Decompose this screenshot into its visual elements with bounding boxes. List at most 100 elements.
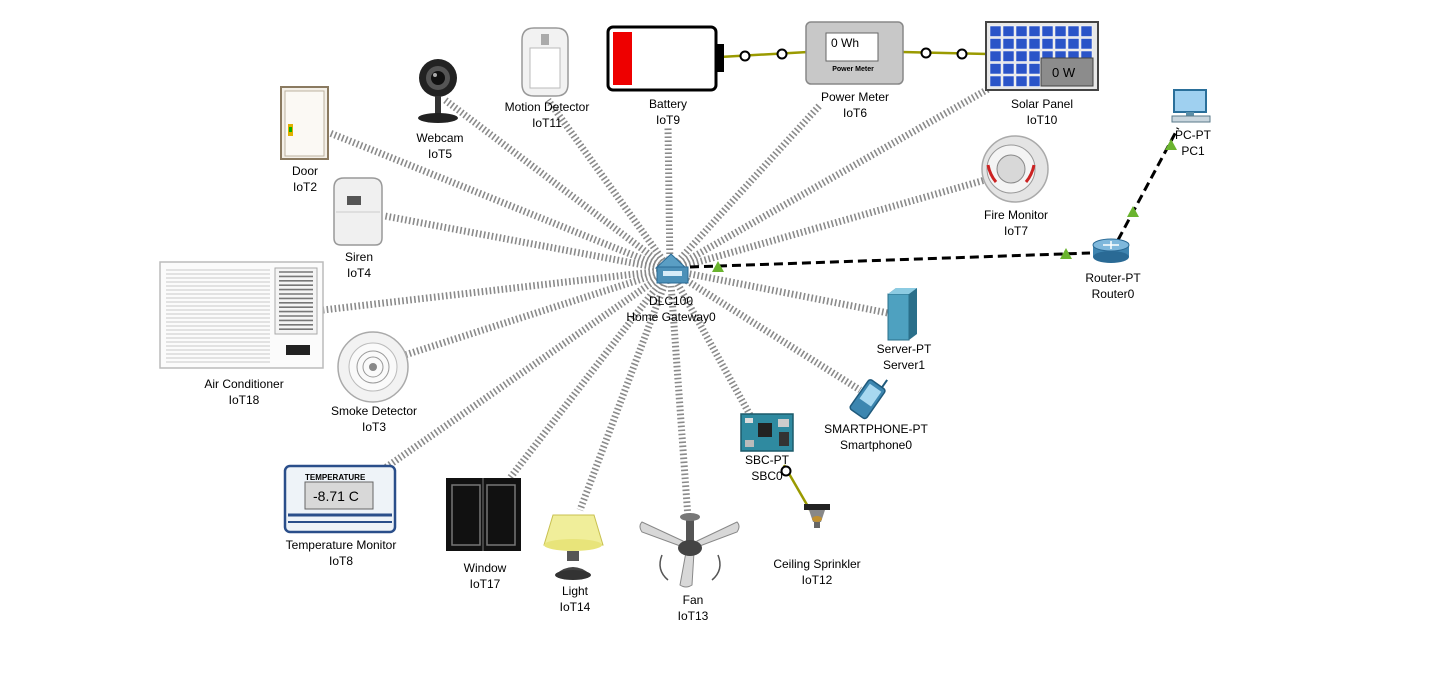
wireless-link-phone[interactable] xyxy=(668,267,862,393)
power-link-meter-solar[interactable] xyxy=(901,50,989,56)
webcam-device[interactable]: Webcam IoT5 xyxy=(416,59,464,161)
light-type-label: Light xyxy=(562,584,589,598)
wireless-link-window[interactable] xyxy=(507,267,673,481)
ceiling-sprinkler-name-label: IoT12 xyxy=(802,573,833,587)
wireless-link-ac[interactable] xyxy=(322,266,671,314)
ac-fins xyxy=(166,269,270,363)
window-device[interactable]: Window IoT17 xyxy=(446,478,521,591)
power-meter-icon: 0 Wh Power Meter xyxy=(805,21,904,85)
temperature-monitor-device[interactable]: TEMPERATURE -8.71 C Temperature Monitor … xyxy=(283,464,397,568)
door-device[interactable]: Door IoT2 xyxy=(280,86,329,194)
sbc-device[interactable]: SBC-PT SBC0 xyxy=(740,413,794,483)
server-name-label: Server1 xyxy=(883,358,925,372)
fan-icon xyxy=(639,513,740,588)
link-up-indicator xyxy=(1127,206,1139,217)
fan-device[interactable]: Fan IoT13 xyxy=(639,513,740,623)
ceiling-sprinkler-type-label: Ceiling Sprinkler xyxy=(773,557,860,571)
light-lamp-icon xyxy=(543,514,604,580)
wireless-link-server[interactable] xyxy=(669,266,889,317)
temperature-monitor-type-label: Temperature Monitor xyxy=(286,538,397,552)
pc-icon xyxy=(1171,89,1211,123)
temperature-monitor-name-label: IoT8 xyxy=(329,554,353,568)
link-up-indicator xyxy=(1060,248,1072,259)
solar-cell-grid xyxy=(989,25,1093,87)
battery-type-label: Battery xyxy=(649,97,687,111)
temperature-monitor-header: TEMPERATURE xyxy=(305,473,366,482)
motion-detector-icon xyxy=(521,27,569,97)
air-conditioner-type-label: Air Conditioner xyxy=(204,377,283,391)
pc-device[interactable]: PC-PT PC1 xyxy=(1171,89,1212,158)
sbc-name-label: SBC0 xyxy=(751,469,783,483)
home-gateway-device[interactable]: DLC100 Home Gateway0 xyxy=(626,253,716,324)
solar-panel-icon: 0 W xyxy=(985,21,1099,91)
air-conditioner-name-label: IoT18 xyxy=(229,393,260,407)
sbc-board-icon xyxy=(740,413,794,452)
link-up-indicator xyxy=(712,261,724,272)
server-icon xyxy=(887,288,917,341)
link-up-indicator xyxy=(1165,139,1177,150)
wireless-link-motion[interactable] xyxy=(545,97,673,273)
door-type-label: Door xyxy=(292,164,318,178)
battery-name-label: IoT9 xyxy=(656,113,680,127)
window-name-label: IoT17 xyxy=(470,577,501,591)
temperature-monitor-icon: TEMPERATURE -8.71 C xyxy=(283,464,397,534)
motion-detector-type-label: Motion Detector xyxy=(505,100,590,114)
server-type-label: Server-PT xyxy=(877,342,932,356)
solar-panel-device[interactable]: 0 W Solar Panel IoT10 xyxy=(985,21,1099,127)
smoke-detector-type-label: Smoke Detector xyxy=(331,404,417,418)
pc-type-label: PC-PT xyxy=(1175,128,1212,142)
wireless-link-siren[interactable] xyxy=(384,212,671,274)
wireless-link-light[interactable] xyxy=(576,268,674,512)
air-conditioner-device[interactable]: Air Conditioner IoT18 xyxy=(159,261,324,407)
smartphone-icon xyxy=(849,379,888,420)
motion-detector-device[interactable]: Motion Detector IoT11 xyxy=(505,27,590,130)
fan-type-label: Fan xyxy=(683,593,704,607)
wireless-link-battery[interactable] xyxy=(664,127,674,271)
fire-monitor-name-label: IoT7 xyxy=(1004,224,1028,238)
window-type-label: Window xyxy=(464,561,507,575)
webcam-type-label: Webcam xyxy=(416,131,463,145)
home-gateway-icon xyxy=(654,253,689,284)
smoke-detector-name-label: IoT3 xyxy=(362,420,386,434)
smartphone-type-label: SMARTPHONE-PT xyxy=(824,422,928,436)
power-meter-type-label: Power Meter xyxy=(821,90,889,104)
ethernet-links xyxy=(689,127,1180,272)
smartphone-device[interactable]: SMARTPHONE-PT Smartphone0 xyxy=(824,371,929,452)
power-meter-device[interactable]: 0 Wh Power Meter Power Meter IoT6 xyxy=(805,21,904,120)
webcam-name-label: IoT5 xyxy=(428,147,452,161)
router-device[interactable]: Router-PT Router0 xyxy=(1085,238,1141,301)
light-device[interactable]: Light IoT14 xyxy=(543,514,604,614)
home-gateway-name-label: Home Gateway0 xyxy=(626,310,716,324)
siren-device[interactable]: Siren IoT4 xyxy=(333,177,383,280)
ethernet-link-gateway-router[interactable] xyxy=(689,251,1091,269)
power-link-battery-meter[interactable] xyxy=(719,50,809,59)
router-type-label: Router-PT xyxy=(1085,271,1141,285)
ceiling-sprinkler-device[interactable]: Ceiling Sprinkler IoT12 xyxy=(773,504,861,587)
wireless-link-temp[interactable] xyxy=(383,267,672,471)
siren-type-label: Siren xyxy=(345,250,373,264)
router-name-label: Router0 xyxy=(1092,287,1135,301)
wireless-link-fire[interactable] xyxy=(669,176,986,274)
battery-device[interactable]: Battery IoT9 xyxy=(606,25,724,127)
solar-panel-name-label: IoT10 xyxy=(1027,113,1058,127)
wireless-link-webcam[interactable] xyxy=(442,97,673,273)
server-device[interactable]: Server-PT Server1 xyxy=(877,288,932,372)
solar-panel-type-label: Solar Panel xyxy=(1011,97,1073,111)
wireless-link-solar[interactable] xyxy=(668,84,992,274)
home-gateway-type-label: DLC100 xyxy=(649,294,693,308)
wireless-link-fan[interactable] xyxy=(666,269,692,519)
sprinkler-icon xyxy=(804,504,830,528)
wireless-link-power-meter[interactable] xyxy=(667,102,823,273)
power-links xyxy=(719,47,989,511)
wireless-link-door[interactable] xyxy=(328,129,672,274)
ac-grille xyxy=(279,271,313,331)
door-icon xyxy=(280,86,329,160)
fire-monitor-device[interactable]: Fire Monitor IoT7 xyxy=(981,135,1049,238)
smoke-detector-device[interactable]: Smoke Detector IoT3 xyxy=(331,331,417,434)
sbc-type-label: SBC-PT xyxy=(745,453,790,467)
motion-detector-name-label: IoT11 xyxy=(532,116,562,130)
air-conditioner-icon xyxy=(159,261,324,369)
smoke-detector-icon xyxy=(337,331,409,403)
fan-name-label: IoT13 xyxy=(678,609,709,623)
